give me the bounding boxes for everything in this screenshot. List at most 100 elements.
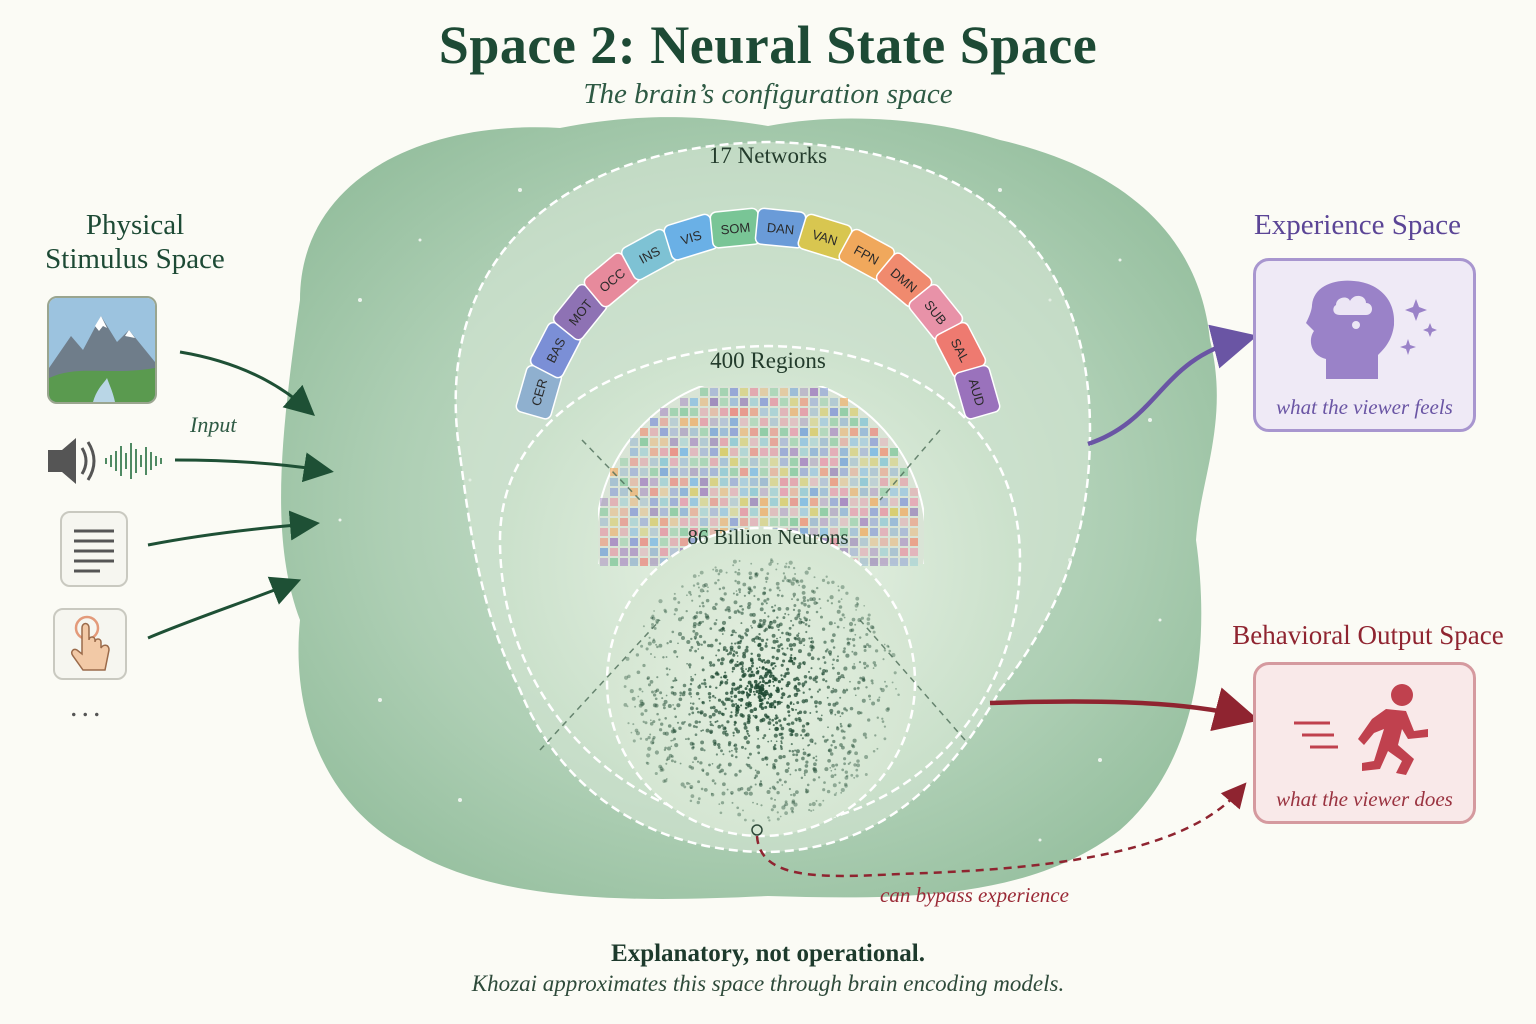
- neuron-dot: [824, 679, 828, 683]
- region-cell: [840, 428, 848, 436]
- neuron-dot: [785, 562, 788, 565]
- neuron-dot: [663, 699, 668, 704]
- neuron-dot: [802, 621, 805, 624]
- neuron-dot: [694, 720, 699, 724]
- neuron-dot: [808, 688, 811, 691]
- neuron-dot: [690, 766, 695, 770]
- neuron-dot: [771, 633, 776, 638]
- neuron-dot: [757, 657, 762, 661]
- neuron-dot: [757, 738, 759, 740]
- neuron-dot: [823, 739, 828, 743]
- neuron-dot: [719, 680, 724, 684]
- neuron-dot: [871, 682, 874, 685]
- neuron-dot: [764, 661, 767, 664]
- neuron-dot: [863, 604, 866, 607]
- neuron-dot: [711, 779, 715, 783]
- neuron-dot: [736, 655, 739, 657]
- neuron-dot: [810, 637, 813, 640]
- region-cell: [770, 508, 778, 516]
- region-cell: [690, 518, 698, 526]
- neuron-dot: [673, 707, 676, 711]
- region-cell: [690, 438, 698, 446]
- neuron-dot: [672, 739, 674, 742]
- neuron-dot: [723, 772, 727, 776]
- neuron-dot: [847, 641, 850, 645]
- neuron-dot: [690, 677, 694, 682]
- neuron-dot: [678, 726, 682, 731]
- physical-title-line2: Stimulus Space: [45, 243, 225, 275]
- neuron-dot: [740, 666, 744, 671]
- neuron-dot: [780, 740, 783, 743]
- neuron-dot: [748, 673, 753, 678]
- region-cell: [670, 548, 678, 556]
- neuron-dot: [640, 712, 644, 716]
- neuron-dot: [819, 667, 822, 670]
- neuron-dot: [804, 733, 808, 737]
- region-cell: [790, 498, 798, 506]
- region-cell: [680, 538, 688, 546]
- neuron-dot: [773, 647, 776, 650]
- region-cell: [730, 438, 738, 446]
- neuron-dot: [776, 701, 780, 704]
- network-tile-aud: AUD: [953, 364, 1001, 420]
- mountain-photo-icon: [47, 296, 157, 404]
- region-cell: [800, 468, 808, 476]
- neuron-dot: [768, 728, 771, 731]
- neuron-dot: [832, 666, 835, 670]
- neuron-dot: [795, 719, 798, 722]
- neuron-dot: [818, 598, 821, 601]
- neuron-dot: [645, 761, 649, 764]
- neuron-dot: [887, 645, 890, 648]
- neuron-dot: [884, 680, 886, 683]
- neuron-dot: [780, 687, 783, 690]
- neuron-dot: [806, 753, 810, 757]
- region-cell: [860, 438, 868, 446]
- neuron-dot: [781, 805, 786, 810]
- neuron-dot: [798, 689, 801, 692]
- region-cell: [820, 478, 828, 486]
- region-cell: [690, 468, 698, 476]
- region-cell: [670, 538, 678, 546]
- region-cell: [630, 528, 638, 536]
- neuron-dot: [872, 749, 876, 753]
- neuron-dot: [885, 707, 890, 712]
- region-cell: [740, 428, 748, 436]
- neuron-dot: [882, 658, 885, 661]
- neuron-dot: [807, 624, 811, 628]
- region-cell: [660, 498, 668, 506]
- neuron-dot: [692, 584, 696, 587]
- region-cell: [720, 458, 728, 466]
- region-cell: [740, 498, 748, 506]
- neuron-dot: [735, 631, 737, 634]
- neuron-dot: [692, 629, 696, 633]
- region-cell: [710, 478, 718, 486]
- neuron-dot: [771, 718, 775, 722]
- neuron-dot: [717, 724, 722, 729]
- neuron-dot: [788, 659, 793, 663]
- neuron-dot: [673, 650, 677, 654]
- region-cell: [660, 438, 668, 446]
- neuron-dot: [700, 656, 705, 660]
- neuron-dot: [826, 685, 831, 689]
- region-cell: [760, 488, 768, 496]
- neuron-dot: [886, 707, 890, 711]
- region-cell: [630, 478, 638, 486]
- region-cell: [800, 438, 808, 446]
- region-cell: [680, 448, 688, 456]
- neuron-dot: [788, 579, 792, 583]
- neuron-dot: [768, 718, 771, 721]
- neuron-dot: [843, 647, 846, 650]
- neuron-dot: [665, 762, 668, 765]
- region-cell: [870, 508, 878, 516]
- region-cell: [760, 498, 768, 506]
- neuron-dot: [724, 732, 729, 737]
- region-cell: [730, 488, 738, 496]
- neuron-dot: [703, 583, 708, 587]
- neuron-dot: [800, 620, 804, 624]
- neuron-dot: [827, 702, 832, 707]
- neuron-dot: [671, 630, 675, 634]
- neuron-dot: [737, 634, 742, 638]
- neuron-dot: [718, 803, 721, 805]
- neuron-dot: [787, 696, 789, 699]
- network-tile-cer: CER: [515, 364, 563, 420]
